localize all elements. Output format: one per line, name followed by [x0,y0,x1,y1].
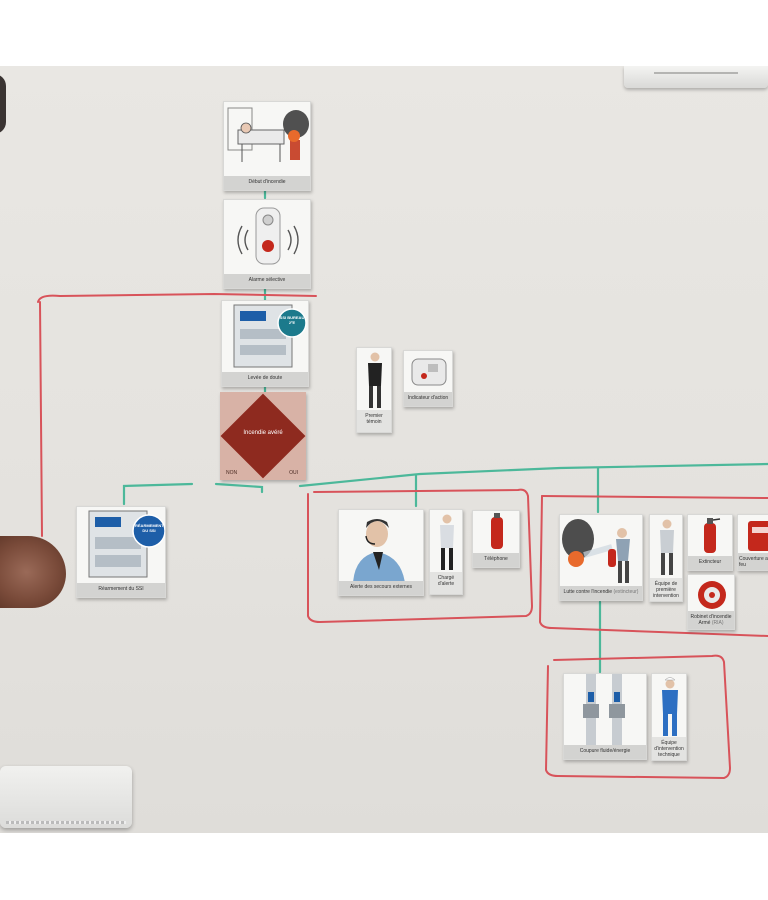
person-icon [357,348,391,410]
card-coupure-fluide-energie: Coupure fluide/énergie [563,673,647,760]
caption-suffix: (extincteur) [613,589,638,595]
card-alerte-secours: Alerte des secours externes [338,509,424,596]
group-outline [40,302,42,536]
firefighting-illustration [560,515,642,586]
person-icon [430,510,462,572]
card-equipe-intervention-technique: Équipe d'intervention technique [651,673,687,761]
card-caption: Équipe de première intervention [650,578,682,601]
card-equipe-premiere-intervention: Équipe de première intervention [649,514,683,602]
card-caption: Lutte contre l'incendie (extincteur) [560,586,642,600]
card-lutte-incendie: Lutte contre l'incendie (extincteur) [559,514,643,601]
alarm-icon [224,200,310,274]
decision-diamond [221,394,306,479]
card-caption: Équipe d'intervention technique [652,737,686,760]
card-caption: Réarmement du SSI [77,583,165,597]
card-caption: Robinet d'incendie Armé (RIA) [688,611,734,629]
fire-panel-icon: SSI BUREAU 2ºE [222,301,308,372]
fire-hose-reel-icon [688,575,734,611]
group-outline [542,496,768,498]
card-caption: Alarme sélective [224,274,310,288]
card-telephone: Téléphone [472,510,520,568]
card-robinet-incendie: Robinet d'incendie Armé (RIA) [687,574,735,630]
card-caption: Couverture anti-feu [738,553,768,570]
fire-extinguisher-icon [688,515,732,556]
decision-label: Incendie avéré [220,430,306,436]
wall-device [0,766,132,828]
flow-line [124,484,192,504]
pipes-valves-icon [564,674,646,745]
card-caption: Extincteur [688,556,732,570]
card-charge-alerte: Chargé d'alerte [429,509,463,595]
card-caption: Premier témoin [357,410,391,432]
hospital-bed-fire-illustration [224,102,310,176]
card-caption: Levée de doute [222,372,308,386]
card-extincteur: Extincteur [687,514,733,571]
flow-line [216,484,262,492]
decision-yes: OUI [289,470,298,476]
card-caption: Indicateur d'action [404,392,452,406]
fire-extinguisher-icon [473,511,519,553]
badge-text: RÉARMEMENT DU SSI [135,523,163,533]
technician-icon [652,674,686,738]
card-couverture: Couverture anti-feu [737,514,768,571]
card-levee-de-doute: SSI BUREAU 2ºE Levée de doute [221,300,309,387]
card-incendie-avere: Incendie avéré NON OUI [220,392,306,480]
indicator-icon [404,351,452,392]
flow-line [300,464,768,486]
card-caption: Début d'incendie [224,176,310,190]
fire-panel-icon: RÉARMEMENT DU SSI [77,507,165,583]
person-head-edge [0,74,6,134]
decision-no: NON [226,470,237,476]
person-icon [650,515,682,579]
fire-blanket-icon [738,515,768,556]
badge-text: SSI BUREAU 2ºE [279,315,305,325]
headset-operator-icon [339,510,423,581]
card-caption: Alerte des secours externes [339,581,423,595]
caption-main: Lutte contre l'incendie [564,589,613,595]
card-debut-incendie: Début d'incendie [223,101,311,191]
caption-suffix: (RIA) [712,620,724,626]
card-indicateur-action: Indicateur d'action [403,350,453,407]
card-rearmement-ssi: RÉARMEMENT DU SSI Réarmement du SSI [76,506,166,598]
whiteboard: Début d'incendie Alarme sélective [0,66,768,833]
card-premier-temoin: Premier témoin [356,347,392,433]
card-caption: Téléphone [473,553,519,567]
card-alarme-selective: Alarme sélective [223,199,311,289]
card-caption: Chargé d'alerte [430,572,462,594]
card-caption: Coupure fluide/énergie [564,745,646,759]
